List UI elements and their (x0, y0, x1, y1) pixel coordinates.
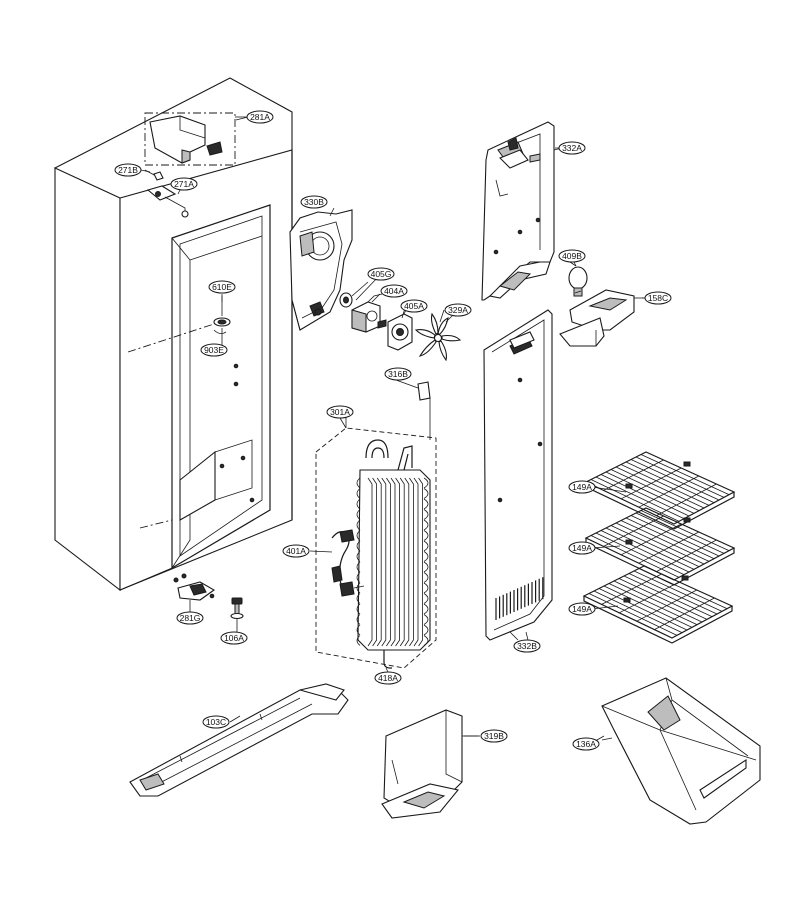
svg-text:149A: 149A (572, 543, 592, 553)
svg-text:418A: 418A (378, 673, 398, 683)
lamp-cover-158C (559, 289, 646, 347)
svg-text:329A: 329A (448, 305, 468, 315)
wire-shelf-149A-bottom (582, 565, 734, 644)
bin-136A (601, 677, 761, 825)
refrigerator-cabinet (54, 77, 293, 592)
svg-text:330B: 330B (304, 197, 324, 207)
part-label-404A: 404A (380, 284, 408, 298)
motor-405A (377, 305, 413, 351)
svg-text:316B: 316B (388, 369, 408, 379)
part-label-418A: 418A (374, 671, 402, 685)
cover-319B (381, 709, 480, 819)
grille-103C (129, 683, 349, 797)
part-label-610E: 610E (208, 280, 236, 294)
switch-271A (144, 169, 189, 218)
lamp-bulb-409B (568, 261, 588, 297)
part-label-149A-top: 149A (568, 480, 596, 494)
part-label-149A-middle: 149A (568, 541, 596, 555)
part-label-301A: 301A (326, 405, 354, 419)
svg-text:271B: 271B (118, 165, 138, 175)
svg-text:332A: 332A (562, 143, 582, 153)
harness-401A (331, 529, 365, 597)
part-label-903E: 903E (200, 343, 228, 357)
part-label-332B: 332B (513, 639, 541, 653)
part-label-329A: 329A (444, 303, 472, 317)
sensor-316B (417, 381, 431, 440)
bracket-281G (177, 581, 216, 610)
part-label-136A: 136A (572, 737, 600, 751)
part-label-405A: 405A (400, 299, 428, 313)
part-label-103C: 103C (202, 715, 230, 729)
evaporator-cover-332A (481, 121, 563, 301)
grommet-405G (339, 281, 369, 308)
part-label-158C: 158C (644, 291, 672, 305)
svg-text:401A: 401A (286, 546, 306, 556)
svg-text:301A: 301A (330, 407, 350, 417)
svg-text:409B: 409B (562, 251, 582, 261)
sensor-610E (127, 296, 231, 353)
part-label-401A: 401A (282, 544, 310, 558)
svg-text:610E: 610E (212, 282, 232, 292)
part-label-149A-bottom: 149A (568, 602, 596, 616)
fan-blade-329A (414, 311, 462, 362)
rear-panel-332B (483, 309, 553, 641)
svg-text:103C: 103C (206, 717, 226, 727)
svg-text:158C: 158C (648, 293, 668, 303)
svg-text:405G: 405G (371, 269, 392, 279)
svg-text:319B: 319B (484, 731, 504, 741)
svg-text:149A: 149A (572, 604, 592, 614)
svg-text:136A: 136A (576, 739, 596, 749)
part-label-316B: 316B (384, 367, 412, 381)
part-label-319B: 319B (480, 729, 508, 743)
svg-text:271A: 271A (174, 179, 194, 189)
evaporator-301A (315, 410, 437, 669)
part-label-271A: 271A (170, 177, 198, 191)
svg-text:404A: 404A (384, 286, 404, 296)
part-label-271B: 271B (114, 163, 142, 177)
svg-text:903E: 903E (204, 345, 224, 355)
svg-text:281A: 281A (250, 112, 270, 122)
part-label-281A: 281A (246, 110, 274, 124)
svg-text:281G: 281G (180, 613, 201, 623)
part-label-330B: 330B (300, 195, 328, 209)
wire-shelf-149A-top (584, 451, 736, 530)
part-label-106A: 106A (220, 631, 248, 645)
part-label-405G: 405G (367, 267, 395, 281)
svg-text:106A: 106A (224, 633, 244, 643)
leveler-106A (230, 597, 244, 628)
control-box-281A (144, 112, 248, 166)
part-label-281G: 281G (176, 611, 204, 625)
part-label-332A: 332A (558, 141, 586, 155)
fan-motor-404A (351, 293, 383, 333)
svg-text:332B: 332B (517, 641, 537, 651)
svg-text:405A: 405A (404, 301, 424, 311)
fan-shroud-330B (289, 209, 353, 331)
svg-text:149A: 149A (572, 482, 592, 492)
part-label-409B: 409B (558, 249, 586, 263)
